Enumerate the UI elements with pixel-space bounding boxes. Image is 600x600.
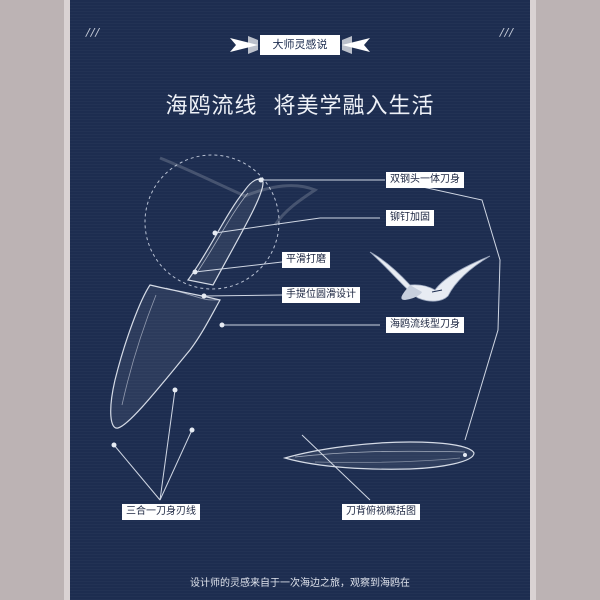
knife-blade-outline (110, 284, 221, 429)
callout-lines (113, 179, 501, 501)
label-double-steel-head: 双钢头一体刀身 (386, 172, 464, 188)
page-title: 海鸥流线 将美学融入生活 (165, 94, 435, 119)
master-inspiration-badge: 大师灵感说 (260, 35, 340, 55)
knife-top-view-outline (282, 441, 475, 470)
right-margin-strip (530, 0, 536, 600)
slash-decoration-right: /// (499, 26, 514, 39)
label-top-view: 刀背俯视概括图 (342, 504, 420, 520)
inspiration-caption: 设计师的灵感来自于一次海边之旅，观察到海鸥在 (190, 578, 410, 589)
knife-handle-outline (186, 178, 264, 286)
label-rivet: 铆钉加固 (386, 210, 434, 226)
detail-magnifier-circle (144, 154, 280, 290)
slash-decoration-left: /// (86, 26, 101, 39)
product-detail-panel: /// /// (70, 0, 530, 600)
callout-dots (111, 177, 264, 448)
label-seagull-blade: 海鸥流线型刀身 (386, 317, 464, 333)
label-smooth-polish: 平滑打磨 (282, 252, 330, 268)
badge-ribbon-icon (230, 36, 370, 54)
seagull-icon (369, 251, 491, 302)
left-margin-strip (64, 0, 70, 600)
label-three-in-one-edge: 三合一刀身刃线 (122, 504, 200, 520)
label-round-grip: 手提位圆滑设计 (282, 287, 360, 303)
knife-illustration (110, 36, 501, 501)
faint-seagull-silhouette (159, 156, 319, 226)
